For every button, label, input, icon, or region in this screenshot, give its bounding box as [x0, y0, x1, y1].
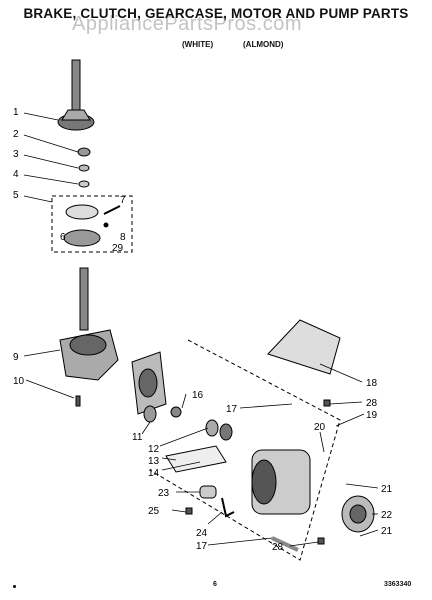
callout-6: 6	[60, 232, 66, 243]
document-number: 3363340	[384, 581, 412, 588]
callout-17-lower: 17	[196, 541, 208, 552]
clutch-hub	[63, 229, 101, 247]
callout-16: 16	[192, 390, 204, 401]
callout-29: 29	[112, 243, 124, 254]
shaft-lower	[79, 267, 89, 331]
callout-28-lower: 28	[272, 542, 284, 553]
callout-4: 4	[13, 169, 19, 180]
callout-9: 9	[13, 352, 19, 363]
color-label-white: (WHITE)	[182, 40, 214, 49]
callout-3: 3	[13, 149, 19, 160]
callout-21-lower: 21	[381, 526, 393, 537]
callout-24: 24	[196, 528, 208, 539]
capacitor	[199, 485, 217, 499]
washer-part-2	[77, 147, 91, 157]
callout-13: 13	[148, 456, 160, 467]
callout-25: 25	[148, 506, 160, 517]
page-title: BRAKE, CLUTCH, GEARCASE, MOTOR AND PUMP …	[23, 6, 409, 21]
motor-group-box	[149, 339, 341, 561]
callout-8: 8	[120, 232, 126, 243]
part-16-bushing	[170, 406, 182, 418]
callout-2: 2	[13, 129, 19, 140]
clutch-ring	[65, 204, 99, 220]
callout-17-upper: 17	[226, 404, 238, 415]
bolt-part-10	[75, 395, 81, 407]
part-14-pad	[165, 445, 227, 473]
color-label-almond: (ALMOND)	[243, 40, 284, 49]
page-number: 6	[213, 581, 217, 588]
screw-part-28-lower	[317, 537, 325, 545]
callout-21-upper: 21	[381, 484, 393, 495]
washer-part-3	[78, 164, 90, 172]
clutch-group-box	[51, 195, 133, 253]
coupling-part	[205, 419, 219, 437]
callout-11: 11	[132, 432, 143, 443]
strip-part-17	[271, 536, 299, 552]
callout-10: 10	[13, 376, 25, 387]
callout-14: 14	[148, 468, 160, 479]
callout-18: 18	[366, 378, 378, 389]
watermark-text: AppliancePartsPros.com	[72, 13, 302, 35]
screw-part-25	[185, 507, 193, 515]
page-dot	[13, 585, 16, 588]
screw-part-28-upper	[323, 399, 331, 407]
callout-20: 20	[314, 422, 326, 433]
callout-7: 7	[120, 195, 126, 206]
washer-part-4	[78, 180, 90, 188]
callout-22: 22	[381, 510, 393, 521]
callout-1: 1	[13, 107, 19, 118]
clip-part-24	[221, 497, 235, 518]
callout-12: 12	[148, 444, 160, 455]
bracket-part-18	[267, 319, 341, 375]
part-11	[143, 405, 157, 423]
callout-23: 23	[158, 488, 170, 499]
callout-5: 5	[13, 190, 19, 201]
callout-28-upper: 28	[366, 398, 378, 409]
callout-19: 19	[366, 410, 378, 421]
